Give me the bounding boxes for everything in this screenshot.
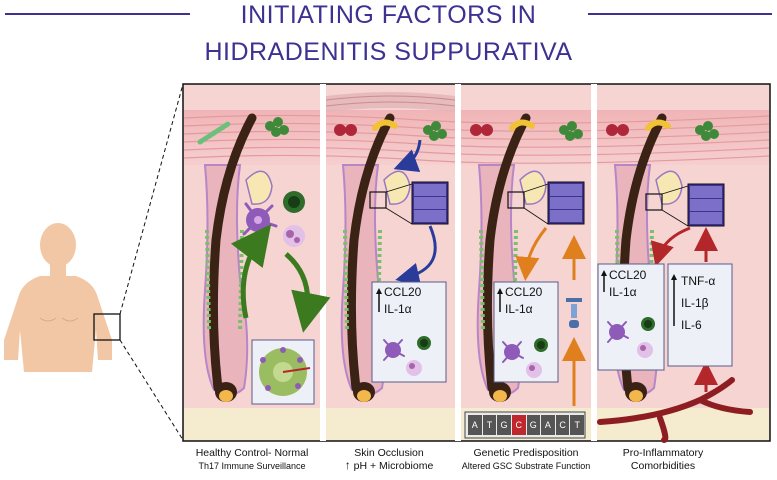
panel1-immune-cells <box>230 191 331 405</box>
panel4-ccl20: CCL20 <box>609 268 647 282</box>
panel3-caption: Genetic Predisposition Altered GSC Subst… <box>455 447 597 473</box>
panel4-caption-line2: Comorbidities <box>630 460 696 472</box>
panel4-il1a: IL-1α <box>609 285 637 299</box>
title-line-left <box>5 13 190 15</box>
panel3-il1a: IL-1α <box>505 302 533 316</box>
dna-base: T <box>482 415 497 435</box>
panel2-caption-line2: pH + Microbiome <box>353 460 434 472</box>
panel4-elements <box>597 183 753 443</box>
panel4-tnfa: TNF-α <box>681 274 716 288</box>
panel4-il1b: IL-1β <box>681 296 709 310</box>
panel2-caption-line1: Skin Occlusion <box>354 447 424 459</box>
panel4-il6: IL-6 <box>681 318 702 332</box>
panel2-ccl20: CCL20 <box>384 285 422 299</box>
panel1-caption-line2: Th17 Immune Surveillance <box>198 461 306 471</box>
figure-title-line1: INITIATING FACTORS IN <box>240 1 537 29</box>
dna-base: T <box>570 415 584 435</box>
dna-base: G <box>526 415 541 435</box>
panel3-ccl20: CCL20 <box>505 285 543 299</box>
dna-base: C <box>555 415 570 435</box>
dna-base: A <box>468 415 482 435</box>
panel1-caption-line1: Healthy Control- Normal <box>195 447 309 459</box>
panel2-il1a: IL-1α <box>384 302 412 316</box>
human-torso <box>4 83 184 441</box>
panel4-caption: Pro-Inflammatory Comorbidities <box>593 447 733 473</box>
up-arrow-icon: ↑ <box>344 458 351 472</box>
dna-base: A <box>541 415 555 435</box>
axilla-zoom-box <box>93 313 121 341</box>
figure-title-line2: HIDRADENITIS SUPPURATIVA <box>204 38 573 66</box>
dna-sequence: A T G C G A C T <box>468 415 584 435</box>
panel4-caption-line1: Pro-Inflammatory <box>622 447 704 459</box>
title-line-right <box>588 13 772 15</box>
dna-base: G <box>497 415 511 435</box>
panel2-elements <box>369 139 449 383</box>
panel1-caption: Healthy Control- Normal Th17 Immune Surv… <box>183 447 321 473</box>
panel3-caption-line2: Altered GSC Substrate Function <box>461 461 591 471</box>
panel3-caption-line1: Genetic Predisposition <box>473 447 579 459</box>
panel2-caption: Skin Occlusion ↑ pH + Microbiome <box>322 447 456 473</box>
dna-base-mutated: C <box>511 415 526 435</box>
skin-microbes <box>197 117 719 145</box>
